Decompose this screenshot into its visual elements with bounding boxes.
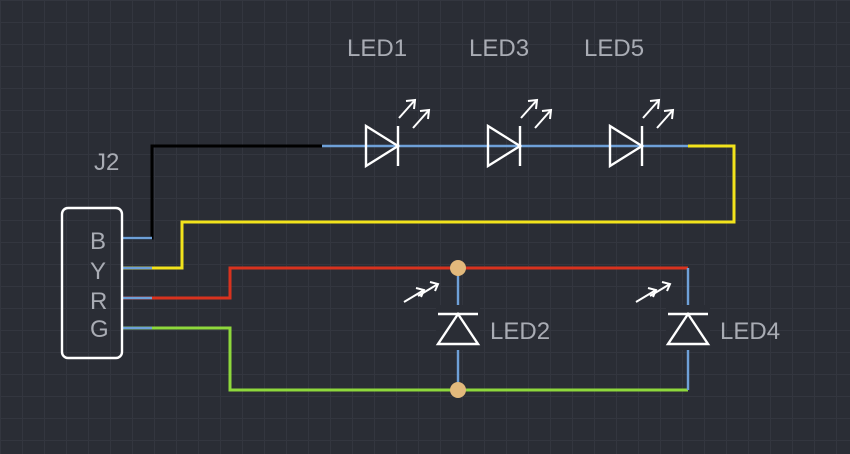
led3-diode-icon <box>486 123 523 169</box>
led5-emission-icon <box>642 98 675 129</box>
led4-diode-icon <box>665 311 711 346</box>
led3-ref-label: LED3 <box>469 35 529 62</box>
connector-j2[interactable]: J2 B Y R G <box>60 149 124 360</box>
led3[interactable]: LED3 <box>469 35 553 169</box>
wire-yellow[interactable] <box>122 144 736 270</box>
junction-dot-top[interactable] <box>450 260 466 276</box>
connector-body <box>60 206 124 360</box>
led4-emission-icon <box>635 281 672 303</box>
led2-ref-label: LED2 <box>490 318 550 345</box>
connector-ref-label: J2 <box>94 149 119 176</box>
connector-pin-b-label: B <box>90 228 106 255</box>
led3-emission-icon <box>520 98 553 129</box>
led5-diode-icon <box>608 123 645 169</box>
led5[interactable]: LED5 <box>584 35 675 169</box>
led1-emission-icon <box>398 98 431 129</box>
wire-red[interactable] <box>122 266 688 300</box>
connector-pin-r-label: R <box>90 288 107 315</box>
led5-ref-label: LED5 <box>584 35 644 62</box>
led2-emission-icon <box>403 281 440 303</box>
led2-diode-icon <box>435 311 481 346</box>
led2[interactable]: LED2 <box>403 281 550 350</box>
led1-diode-icon <box>364 123 401 169</box>
junction-dot-bottom[interactable] <box>450 382 466 398</box>
led4[interactable]: LED4 <box>635 281 780 350</box>
connector-pin-g-label: G <box>90 316 109 343</box>
connector-pin-y-label: Y <box>90 258 106 285</box>
led1-ref-label: LED1 <box>347 35 407 62</box>
led1[interactable]: LED1 <box>347 35 431 169</box>
connector-pin-leads <box>122 236 152 330</box>
wire-green[interactable] <box>122 326 688 392</box>
wire-black[interactable] <box>122 144 322 240</box>
led4-ref-label: LED4 <box>720 318 780 345</box>
